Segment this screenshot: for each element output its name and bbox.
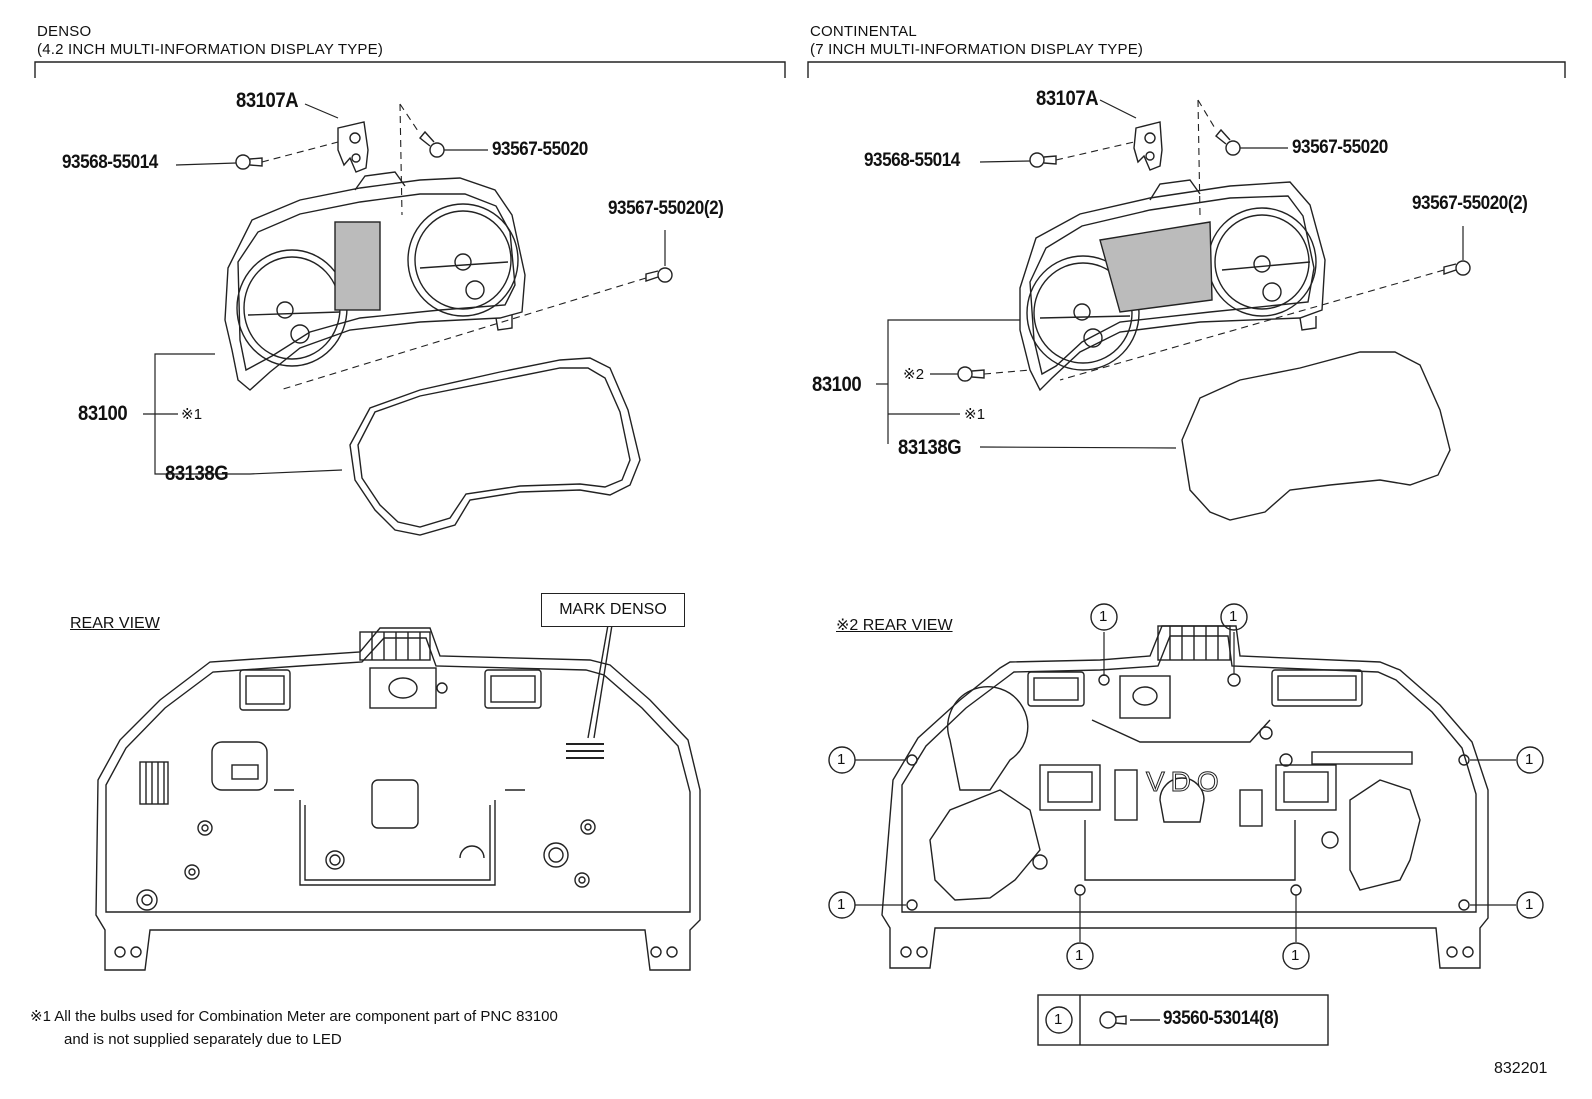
left-bracket-part (337, 121, 369, 173)
right-screw-a (1029, 152, 1057, 168)
figure-id: 832201 (1494, 1060, 1548, 1077)
mark-denso-box: MARK DENSO (541, 593, 685, 627)
right-part-cover: 83138G (898, 436, 962, 459)
left-cover-glass (349, 357, 641, 536)
right-type-label: (7 INCH MULTI-INFORMATION DISPLAY TYPE) (810, 41, 1144, 58)
vdo-logo: VDO (1146, 766, 1225, 798)
left-part-screw-b: 93567-55020 (492, 139, 588, 160)
right-part-bracket: 83107A (1036, 87, 1099, 110)
left-part-cover: 83138G (165, 462, 229, 485)
right-bracket-part (1133, 121, 1163, 171)
left-screw-b (419, 130, 445, 158)
left-part-meter-note: ※1 (181, 406, 203, 423)
right-meter-body (1019, 179, 1326, 392)
callout-number: 1 (1075, 947, 1084, 964)
right-leaders (876, 99, 1464, 449)
left-rear-view-drawing (95, 627, 701, 971)
callout-circles (828, 603, 1544, 970)
left-part-screw-c: 93567-55020(2) (608, 198, 724, 219)
left-type-label: (4.2 INCH MULTI-INFORMATION DISPLAY TYPE… (37, 41, 384, 58)
left-dashed-guides (261, 103, 647, 391)
right-rear-view-label: ※2 REAR VIEW (836, 617, 953, 634)
left-part-meter: 83100 (78, 402, 128, 425)
callout-number: 1 (1229, 608, 1238, 625)
right-screw-c (1443, 260, 1471, 276)
left-meter-body (224, 171, 526, 391)
right-brand-label: CONTINENTAL (810, 23, 917, 40)
callout-number: 1 (1291, 947, 1300, 964)
callout-number: 1 (1525, 896, 1534, 913)
right-screw-d (957, 366, 985, 382)
legend-part-number: 93560-53014(8) (1163, 1008, 1279, 1029)
left-screw-c (645, 267, 673, 283)
callout-number: 1 (837, 751, 846, 768)
right-part-screw-c: 93567-55020(2) (1412, 193, 1528, 214)
footnote-line-2: and is not supplied separately due to LE… (64, 1031, 342, 1048)
left-part-screw-a: 93568-55014 (62, 152, 158, 173)
left-rear-view-label: REAR VIEW (70, 615, 160, 632)
legend-key: 1 (1054, 1011, 1063, 1028)
left-leaders (143, 103, 666, 475)
callout-number: 1 (1525, 751, 1534, 768)
right-part-note1: ※1 (964, 406, 986, 423)
left-part-bracket: 83107A (236, 89, 299, 112)
right-part-note2: ※2 (903, 366, 925, 383)
mark-denso-label: MARK DENSO (559, 601, 667, 618)
footnote-line-1: ※1 All the bulbs used for Combination Me… (30, 1008, 558, 1025)
denso-mark (566, 743, 604, 759)
right-dashed-guides (983, 99, 1445, 381)
right-cover-glass (1181, 351, 1451, 521)
left-brand-label: DENSO (37, 23, 92, 40)
callout-number: 1 (837, 896, 846, 913)
legend-box-graphics (1037, 994, 1329, 1046)
right-part-meter: 83100 (812, 373, 862, 396)
right-screw-b (1215, 128, 1241, 156)
callout-number: 1 (1099, 608, 1108, 625)
left-screw-a (235, 154, 263, 170)
mark-denso-leader (587, 624, 613, 739)
left-section-bracket (34, 61, 786, 78)
right-section-bracket (807, 61, 1566, 78)
right-part-screw-b: 93567-55020 (1292, 137, 1388, 158)
right-rear-view-drawing (881, 625, 1489, 969)
right-part-screw-a: 93568-55014 (864, 150, 960, 171)
right-callout-leaders (855, 632, 1516, 942)
